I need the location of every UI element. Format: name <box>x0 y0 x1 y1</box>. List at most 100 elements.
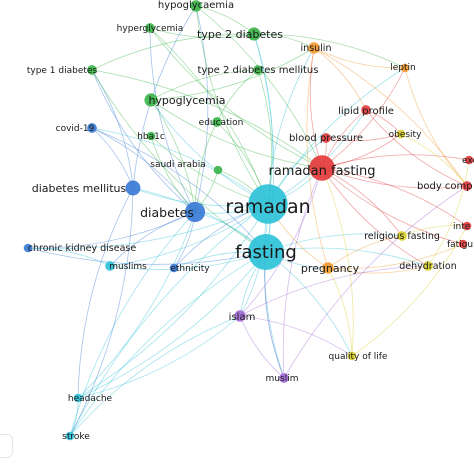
edge-insulin-lipid <box>313 47 367 111</box>
node-type2[interactable] <box>247 27 261 41</box>
label-muslims: muslims <box>109 262 147 272</box>
node-insulin[interactable] <box>308 42 320 54</box>
edge-type2-type1 <box>91 33 255 71</box>
label-obesity: obesity <box>389 130 422 140</box>
node-qol[interactable] <box>347 351 357 361</box>
edge-muslim-fasting <box>264 251 285 379</box>
edge-fasting-dehydration <box>265 247 429 267</box>
node-islam[interactable] <box>234 310 246 322</box>
label-religious: religious fasting <box>364 231 440 242</box>
node-covid[interactable] <box>87 123 97 133</box>
edge-diabetes_mellitus-type1 <box>91 69 134 189</box>
edge-ramadan_fasting-dehydration <box>321 167 429 267</box>
edge-hypoglycemia-insulin <box>150 47 315 101</box>
edge-muslim-body_comp <box>283 185 468 379</box>
edge-fasting-type2 <box>253 33 275 253</box>
node-leptin[interactable] <box>400 63 410 73</box>
node-education[interactable] <box>212 117 222 127</box>
label-fatigu: fatigu <box>447 240 473 250</box>
edge-hyperglycemia-ramadan_fasting <box>149 27 323 169</box>
node-pregnancy[interactable] <box>322 262 334 274</box>
edge-pregnancy-dehydration <box>327 265 429 274</box>
edge-insulin-leptin <box>313 47 406 69</box>
node-ramadan[interactable] <box>248 184 288 224</box>
node-lipid[interactable] <box>361 105 371 115</box>
label-ramadan_fasting: ramadan fasting <box>268 164 375 179</box>
edge-ramadan_fasting-insulin <box>309 47 323 169</box>
edge-dehydration-exe <box>427 159 470 267</box>
node-diabetes_mellitus[interactable] <box>125 180 141 196</box>
edge-fasting-headache <box>77 251 267 399</box>
label-insulin: insulin <box>301 43 332 54</box>
edge-stroke-islam <box>69 315 241 437</box>
edge-ramadan_fasting-fatigu <box>321 167 464 245</box>
edge-insulin-body_comp <box>313 47 468 187</box>
edge-hypoglycaemia-ramadan_fasting <box>195 5 323 169</box>
network-nodes <box>23 0 474 441</box>
label-type2: type 2 diabetes <box>197 28 283 41</box>
label-pregnancy: pregnancy <box>301 262 360 275</box>
label-diabetes: diabetes <box>140 205 194 220</box>
label-body_comp: body comp <box>417 181 473 192</box>
network-edges <box>27 5 470 437</box>
edge-islam-qol <box>239 315 353 357</box>
node-obesity[interactable] <box>396 129 406 139</box>
label-headache: headache <box>68 394 113 404</box>
edge-type2-leptin <box>253 33 406 69</box>
node-fasting[interactable] <box>248 234 284 270</box>
label-hypoglycaemia: hypoglycaemia <box>158 0 234 11</box>
node-hypoglycemia[interactable] <box>144 93 158 107</box>
node-religious[interactable] <box>397 231 407 241</box>
edge-ramadan_fasting-leptin <box>321 67 406 169</box>
node-type2m[interactable] <box>253 65 263 75</box>
label-saudi: saudi arabia <box>150 160 205 170</box>
node-ckd[interactable] <box>23 243 33 253</box>
edge-bp-obesity <box>325 133 402 142</box>
edge-ramadan-muslim <box>263 203 285 379</box>
label-lipid: lipid profile <box>338 106 394 117</box>
label-fasting: fasting <box>235 242 297 263</box>
label-islam: islam <box>229 312 256 323</box>
edge-diabetes-hyperglycemia <box>149 27 196 213</box>
edge-qol-inte <box>351 225 468 357</box>
edge-qol-pregnancy <box>327 267 353 357</box>
node-inte[interactable] <box>462 221 472 231</box>
node-hypoglycaemia[interactable] <box>190 0 202 12</box>
node-fatigu[interactable] <box>458 239 468 249</box>
node-ethnicity[interactable] <box>169 263 179 273</box>
edge-ramadan_fasting-inte <box>321 167 468 227</box>
node-type1[interactable] <box>87 65 97 75</box>
node-hba1c[interactable] <box>146 131 156 141</box>
node-bp[interactable] <box>321 133 331 143</box>
edge-ramadan-type2 <box>253 33 273 205</box>
node-diabetes[interactable] <box>184 201 206 223</box>
corner-tab <box>0 434 13 458</box>
edge-ckd-fasting <box>27 247 267 265</box>
edge-obesity-body_comp <box>400 133 468 187</box>
node-body_comp[interactable] <box>462 181 472 191</box>
node-headache[interactable] <box>73 393 83 403</box>
node-exe[interactable] <box>464 155 474 165</box>
edge-pregnancy-fatigu <box>327 243 464 269</box>
edge-muslims-ramadan <box>109 203 269 267</box>
label-ethnicity: ethnicity <box>170 264 210 274</box>
edge-religious-inte <box>401 225 468 237</box>
node-saudi[interactable] <box>213 165 223 175</box>
label-muslim: muslim <box>266 374 299 384</box>
edge-ramadan-covid <box>91 127 269 205</box>
edge-type2-hyperglycemia <box>149 27 255 38</box>
node-ramadan_fasting[interactable] <box>309 155 335 181</box>
node-hyperglycemia[interactable] <box>145 23 155 33</box>
label-bp: blood pressure <box>289 133 363 144</box>
node-dehydration[interactable] <box>423 261 433 271</box>
edge-type1-ramadan_fasting <box>91 69 323 169</box>
edge-hypoglycemia-ramadan_fasting <box>150 99 323 169</box>
edge-leptin-body_comp <box>404 67 468 187</box>
node-muslim[interactable] <box>279 373 289 383</box>
node-muslims[interactable] <box>105 261 115 271</box>
edge-muslims-ckd <box>27 247 111 267</box>
label-ckd: chronic kidney disease <box>28 243 137 254</box>
edge-lipid-body_comp <box>365 109 468 187</box>
node-stroke[interactable] <box>65 431 75 441</box>
